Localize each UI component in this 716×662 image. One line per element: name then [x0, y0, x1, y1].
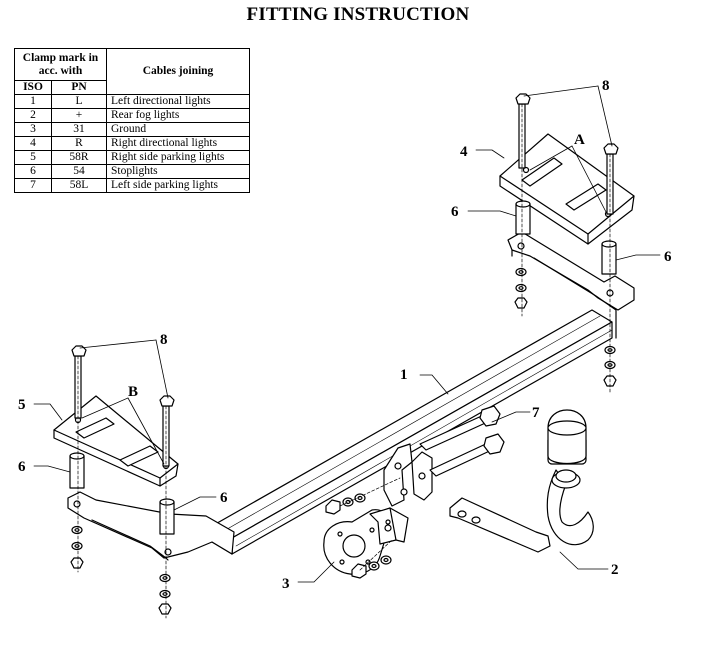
callout-8-left: 8 [160, 332, 168, 348]
pn-header: PN [51, 80, 107, 95]
callout-6-right-bottom: 6 [664, 249, 672, 265]
callout-3: 3 [282, 576, 290, 592]
assembly-guide-lines [77, 103, 611, 619]
detail-b-label: B [128, 384, 138, 400]
washers-nuts-left-b [158, 573, 172, 615]
detail-a-label: A [574, 132, 585, 148]
table-row: 2+Rear fog lights [14, 108, 250, 123]
pn-cell: 58R [51, 150, 107, 165]
callout-6-left-top: 6 [18, 459, 26, 475]
cable-joining-table: Clamp mark in acc. with Cables joining I… [14, 48, 250, 193]
left-mounting-plate [53, 395, 179, 487]
cable-cell: Left side parking lights [106, 178, 250, 193]
callout-6-right-top: 6 [451, 204, 459, 220]
callout-4: 4 [460, 144, 468, 160]
ball-mount-brackets [383, 443, 433, 507]
spacer-tubes-right [515, 200, 617, 275]
right-mounting-plate [499, 133, 635, 245]
spacer-tubes-left [69, 452, 175, 535]
washers-nuts-right-a [514, 267, 528, 309]
clamp-mark-header: Clamp mark in acc. with [14, 48, 107, 81]
callout-leaders [33, 85, 661, 583]
left-side-bracket [67, 491, 235, 561]
right-side-bracket [507, 231, 635, 339]
callout-7: 7 [532, 405, 540, 421]
page-title: FITTING INSTRUCTION [246, 4, 470, 25]
socket-fasteners [325, 493, 392, 579]
callout-2: 2 [611, 562, 619, 578]
callout-5: 5 [18, 397, 26, 413]
tow-ball-neck [449, 409, 594, 553]
callout-8-right: 8 [602, 78, 610, 94]
washers-nuts-left-a [70, 525, 84, 569]
cable-cell: Right side parking lights [106, 150, 250, 165]
callout-6-left-bottom: 6 [220, 490, 228, 506]
callout-1: 1 [400, 367, 408, 383]
